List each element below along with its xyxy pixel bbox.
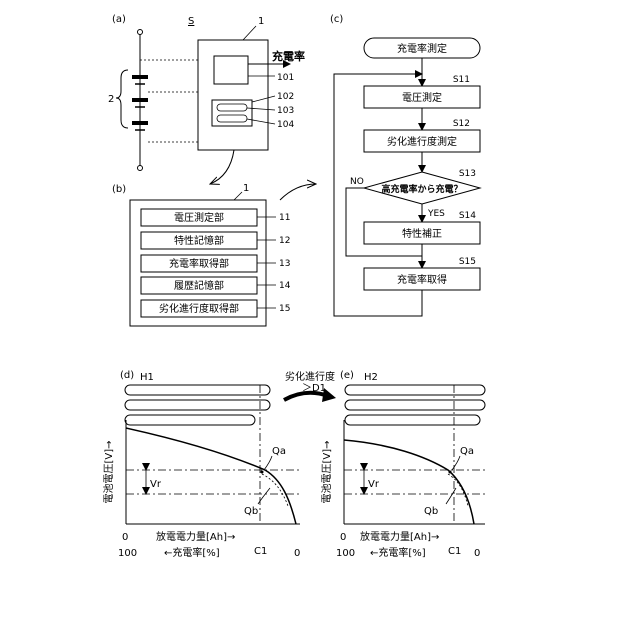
leader-1-b	[234, 192, 242, 200]
leader-qa-d	[264, 456, 272, 470]
transition-arrow: 劣化進行度 ＞D1	[284, 370, 336, 402]
panel-c: (c) 充電率測定 S11 電圧測定 S12 劣化進行度測定 S13 高充電率か…	[330, 14, 480, 316]
flow-no-label: NO	[350, 177, 364, 187]
degradation-label-1: 劣化進行度	[285, 370, 335, 383]
point-qa-d	[261, 471, 264, 474]
c1-label-d: C1	[254, 546, 267, 557]
leader-qb-d	[258, 488, 270, 504]
block-soc-acquisition-label: 充電率取得部	[169, 257, 229, 270]
y-label-e: 電池電圧[V]→	[320, 440, 333, 503]
x0-label-e: 0	[340, 532, 346, 543]
qb-label-d: Qb	[244, 506, 258, 517]
soc0-label-d: 0	[294, 548, 300, 559]
history-bars-e	[345, 385, 485, 425]
expand-arrow-b-to-c	[280, 184, 316, 200]
ref-104: 104	[277, 120, 294, 130]
y-label-d: 電池電圧[V]→	[102, 440, 115, 503]
block-degradation-acquisition-label: 劣化進行度取得部	[159, 302, 239, 315]
step-ref-s12: S12	[453, 119, 470, 129]
soc100-label-e: 100	[336, 548, 355, 559]
x-label-e: 放電電力量[Ah]→	[360, 530, 439, 543]
history-bars-d	[125, 385, 270, 425]
flow-step-s14-label: 特性補正	[402, 227, 442, 240]
ref-14: 14	[279, 281, 291, 291]
x-label2-d: ←充電率[%]	[164, 546, 220, 559]
flow-yes-label: YES	[427, 209, 445, 219]
qb-label-e: Qb	[424, 506, 438, 517]
x0-label-d: 0	[122, 532, 128, 543]
soc100-label-d: 100	[118, 548, 137, 559]
ref-15: 15	[279, 304, 290, 314]
flow-step-s15-label: 充電率取得	[397, 273, 447, 286]
corrected-curve-e	[448, 474, 468, 506]
history-h2: H2	[364, 372, 378, 383]
ref-102: 102	[277, 92, 294, 102]
block-history-memory-label: 履歴記憶部	[174, 279, 224, 292]
memory-104	[217, 115, 247, 122]
panel-d-label: (d)	[120, 370, 134, 381]
device-ref-b: 1	[243, 183, 249, 194]
processor-101	[214, 56, 248, 84]
expand-arrow-a-to-b	[210, 150, 234, 184]
discharge-curve-e	[344, 440, 474, 524]
ref-12: 12	[279, 236, 290, 246]
flow-step-s12-label: 劣化進行度測定	[387, 135, 457, 148]
block-characteristic-memory-label: 特性記憶部	[174, 234, 224, 247]
transition-arrow-head	[322, 388, 336, 402]
c1-label-e: C1	[448, 546, 461, 557]
block-voltage-measure-label: 電圧測定部	[174, 211, 224, 224]
panel-a-label: (a)	[112, 14, 126, 25]
panel-a: (a) S 1 2 充電率 1	[108, 14, 305, 184]
flow-step-s11-label: 電圧測定	[402, 91, 442, 104]
panel-e-label: (e)	[340, 370, 354, 381]
vr-label-d: Vr	[150, 479, 162, 490]
ref-13: 13	[279, 259, 290, 269]
point-qa-e	[449, 471, 452, 474]
qa-label-e: Qa	[460, 446, 474, 457]
step-ref-s11: S11	[453, 75, 470, 85]
memory-103	[217, 104, 247, 111]
leader-1-a	[243, 26, 256, 40]
step-ref-s15: S15	[459, 257, 476, 267]
output-label: 充電率	[272, 49, 305, 63]
leader-qb-e	[446, 488, 456, 504]
leader-qa-e	[452, 456, 460, 470]
step-ref-s13: S13	[459, 169, 476, 179]
device-ref-a: 1	[258, 16, 264, 27]
system-label: S	[188, 16, 194, 27]
battery-ref: 2	[108, 94, 114, 105]
x-label-d: 放電電力量[Ah]→	[156, 530, 235, 543]
discharge-curve-d	[126, 428, 296, 524]
battery-pack	[116, 30, 148, 171]
panel-e: (e) H2 電池電圧[V]→ Vr Qa Qb 0 放電電力量[Ah]→ 10…	[320, 370, 485, 559]
soc0-label-e: 0	[474, 548, 480, 559]
flow-start-label: 充電率測定	[397, 42, 447, 55]
vr-label-e: Vr	[368, 479, 380, 490]
ref-11: 11	[279, 213, 290, 223]
flow-decision-s13-label: 高充電率から充電？	[381, 183, 462, 195]
panel-b-label: (b)	[112, 184, 126, 195]
panel-b: (b) 1 電圧測定部 11 特性記憶部 12 充電率取得部 13 履歴記憶部 …	[112, 183, 316, 326]
x-label2-e: ←充電率[%]	[370, 546, 426, 559]
ref-103: 103	[277, 106, 294, 116]
transition-arrow-shaft	[284, 393, 328, 400]
panel-c-label: (c)	[330, 14, 343, 25]
qa-label-d: Qa	[272, 446, 286, 457]
panel-d: (d) H1 電池電圧[V]→ Vr Qa Qb 0 放電電力量[Ah]→ 10…	[102, 370, 300, 559]
ref-101: 101	[277, 73, 294, 83]
step-ref-s14: S14	[459, 211, 476, 221]
history-h1: H1	[140, 372, 154, 383]
